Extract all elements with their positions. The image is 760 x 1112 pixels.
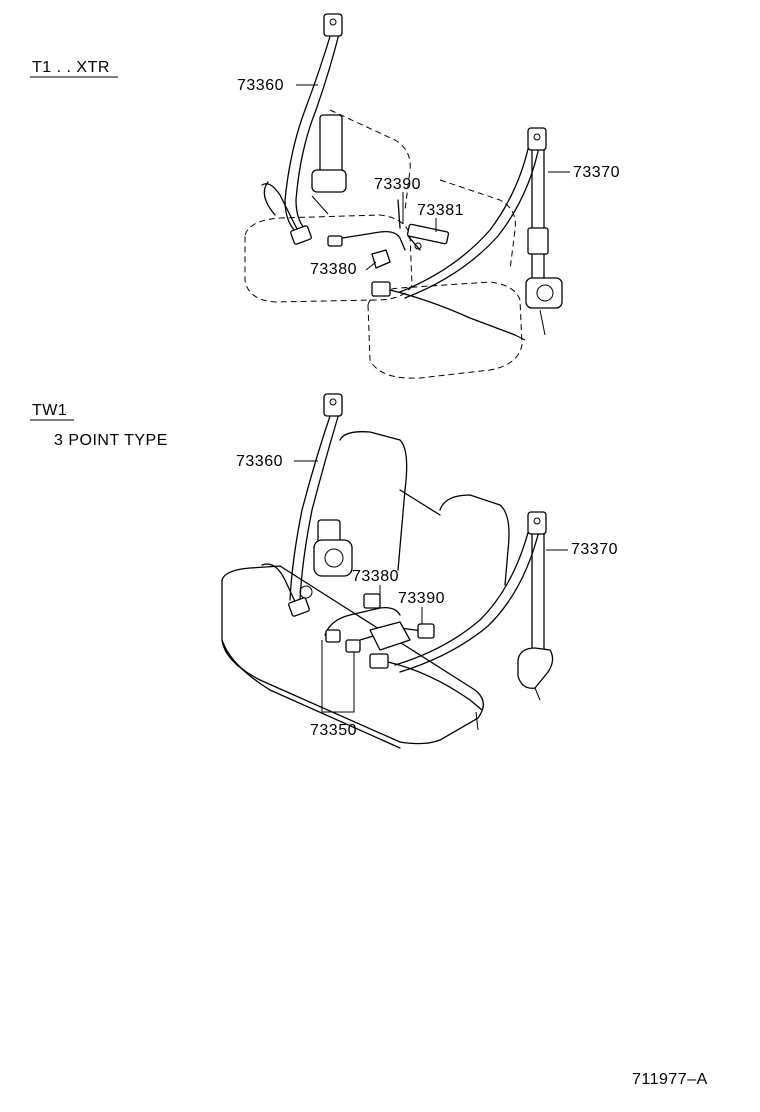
top-73380-buckle-strap (329, 230, 406, 251)
bottom-part-73380: 73380 (352, 568, 399, 585)
bottom-73370-anchor (527, 511, 547, 535)
top-leader-73380 (365, 261, 377, 271)
bottom-73350-buckle-right (345, 639, 361, 653)
top-73380-buckle (371, 249, 391, 269)
bottom-73370-belt-inner (399, 526, 541, 673)
top-part-73390: 73390 (374, 176, 421, 193)
bottom-assembly (221, 393, 568, 749)
top-73360-bolt (311, 195, 329, 215)
top-73360-anchor-bolt (329, 18, 337, 26)
top-73360-lap-belt (261, 181, 301, 236)
bottom-73360-retractor-spool (324, 548, 344, 568)
top-73370-lap-bolt (514, 334, 526, 341)
top-left-seatback (329, 109, 411, 211)
top-73381-bracket (406, 223, 450, 245)
top-73370-tongue (371, 281, 391, 297)
top-73360-belt-outer (284, 29, 333, 236)
bottom-73360-lap-belt (261, 563, 299, 609)
bottom-center-buckle-assembly (369, 621, 411, 651)
bottom-73380-buckle (363, 593, 381, 609)
top-right-seat-cushion (367, 281, 523, 379)
bottom-73360-anchor-bolt (329, 398, 337, 406)
drawing-number: 711977–A (632, 1071, 708, 1088)
bottom-part-73370: 73370 (571, 541, 618, 558)
bottom-73370-bolt (534, 687, 541, 701)
top-73360-tongue (290, 225, 312, 245)
top-assembly (244, 13, 570, 379)
bottom-73360-belt-outer (289, 409, 333, 601)
top-73360-retractor (311, 169, 347, 193)
bottom-seatback-left (339, 431, 408, 571)
bottom-73370-retractor (517, 647, 554, 689)
top-73370-anchor-bolt (533, 133, 541, 141)
bottom-73360-bolt (299, 585, 313, 599)
top-right-seatback (439, 179, 516, 271)
bottom-part-73390: 73390 (398, 590, 445, 607)
top-73360-belt-inner (295, 29, 341, 233)
top-73370-belt-outer (399, 139, 531, 293)
bottom-73370-vertical-belt (531, 533, 545, 651)
top-73370-belt-inner (404, 141, 541, 299)
bottom-part-73350: 73350 (310, 722, 357, 739)
bottom-subtitle: 3 POINT TYPE (54, 432, 168, 449)
bottom-variant-label: TW1 (32, 402, 68, 419)
top-73370-guide (527, 227, 549, 255)
bottom-73360-tongue (288, 597, 310, 617)
bottom-seatback-top (399, 489, 441, 516)
bottom-73370-lap-bolt (475, 711, 479, 731)
bottom-part-73360: 73360 (236, 453, 283, 470)
bottom-73390-buckle (417, 623, 435, 639)
bottom-seatback-right (439, 494, 510, 586)
bottom-73370-anchor-bolt (533, 517, 541, 525)
bottom-73370-lap-belt (387, 661, 483, 711)
top-73360-retractor-guide (319, 114, 343, 176)
top-part-73360: 73360 (237, 77, 284, 94)
top-part-73381: 73381 (417, 202, 464, 219)
top-part-73380: 73380 (310, 261, 357, 278)
bottom-73380-strap (324, 607, 401, 636)
top-73390-strap (397, 199, 421, 251)
top-73370-retractor-spool (536, 284, 554, 302)
top-73370-lap-belt (389, 289, 516, 336)
top-73370-bolt (539, 309, 546, 336)
top-part-73370: 73370 (573, 164, 620, 181)
bottom-73370-belt-outer (394, 524, 531, 666)
top-variant-label: T1 . . XTR (32, 59, 110, 76)
bottom-73360-retractor (313, 539, 353, 577)
top-73370-retractor (525, 277, 563, 309)
bottom-seat-cushion-front (221, 639, 401, 749)
bottom-73360-belt-inner (299, 409, 341, 601)
top-73381-bolt (414, 242, 422, 250)
bottom-73370-tongue (369, 653, 389, 669)
bottom-73350-buckle-left (325, 629, 341, 643)
top-73370-vertical-belt (531, 149, 545, 286)
top-73380-buckle-end (327, 235, 343, 247)
top-73370-anchor (527, 127, 547, 151)
bottom-leader-73350 (321, 640, 355, 713)
